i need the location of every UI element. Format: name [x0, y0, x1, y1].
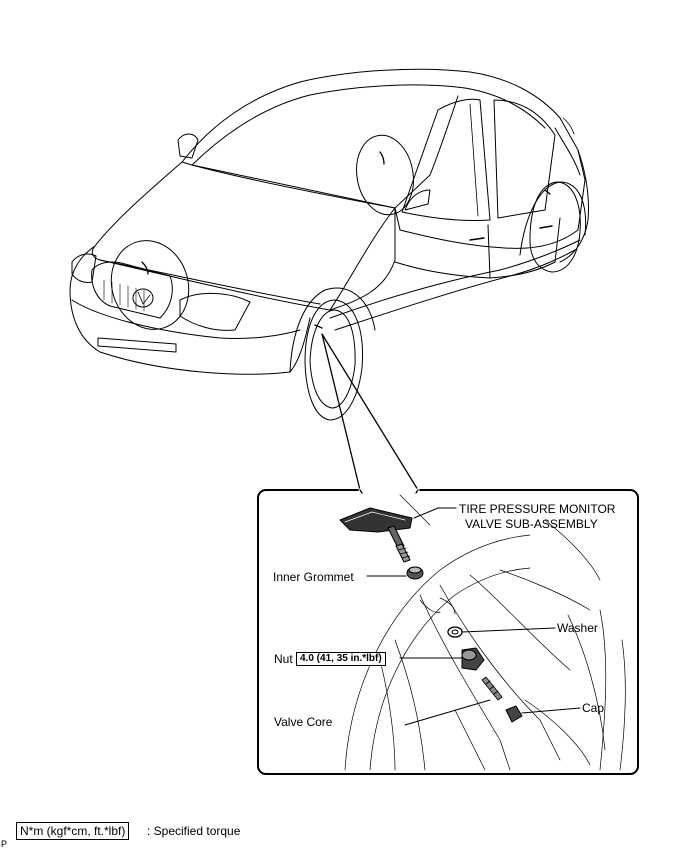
rocker-panel [329, 239, 581, 319]
headlight-left [179, 292, 251, 331]
rear-quarter [559, 149, 589, 263]
vehicle-illustration [69, 68, 589, 421]
callout-pointer [321, 333, 419, 491]
front-wheel-tire [304, 299, 364, 421]
hood [91, 161, 396, 311]
leader-lines [366, 507, 581, 726]
label-cap: Cap [582, 701, 605, 715]
phantom-wheel-front-left [110, 240, 190, 330]
front-bumper [69, 245, 311, 375]
legend-corner-mark: P [1, 839, 8, 849]
tpms-valve-sub-assembly [339, 507, 413, 563]
wheel-rim-detail [344, 494, 626, 771]
headlight-right [71, 253, 97, 283]
label-tpms-line1: TIRE PRESSURE MONITOR [459, 502, 616, 516]
inner-grommet [406, 566, 424, 580]
grille [91, 261, 173, 319]
mirror-left [177, 133, 199, 159]
nut [461, 647, 485, 671]
legend-unit-box: N*m (kgf*cm, ft.*lbf) [16, 822, 130, 840]
legend-description: : Specified torque [147, 824, 241, 838]
license-plate-area [97, 337, 177, 353]
label-valve-core: Valve Core [274, 715, 333, 729]
side-window-front [401, 98, 491, 222]
label-inner-grommet: Inner Grommet [273, 570, 354, 584]
side-window-rear [493, 99, 556, 219]
valve-cap [505, 705, 523, 723]
label-tpms-line2: VALVE SUB-ASSEMBLY [465, 517, 598, 531]
label-washer: Washer [557, 621, 598, 635]
side-mirror [404, 189, 431, 211]
label-nut: Nut [274, 652, 293, 666]
nut-torque-spec: 4.0 (41, 35 in.*lbf) [296, 652, 386, 666]
body-side [329, 207, 396, 311]
emblem [132, 288, 154, 308]
rear-wheel-tire [529, 181, 581, 273]
phantom-wheel-rear-left [356, 134, 414, 216]
valve-core [481, 676, 503, 701]
car-roof-outline [181, 68, 579, 163]
windshield [181, 95, 459, 209]
front-wheel-arch [289, 287, 376, 373]
washer [447, 626, 463, 638]
